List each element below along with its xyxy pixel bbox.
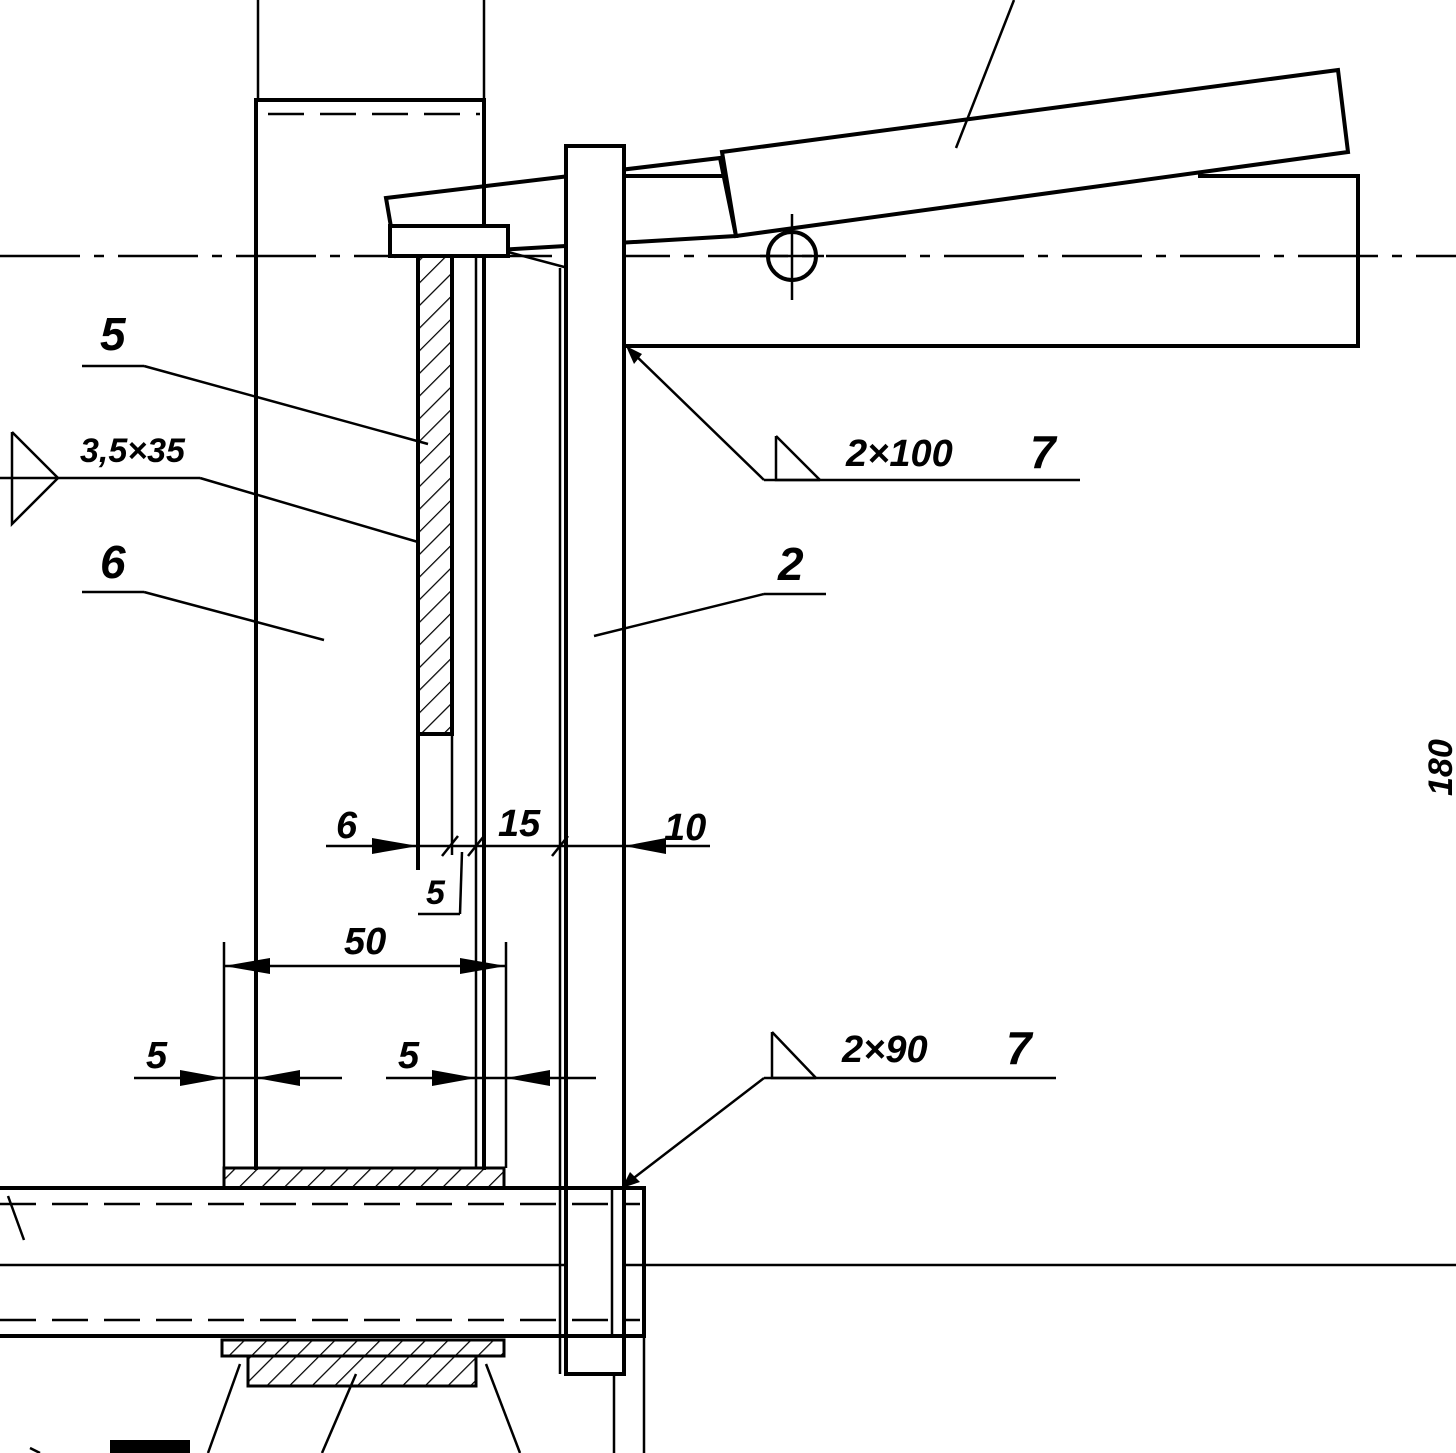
dimension-row-lower — [134, 1070, 596, 1086]
dim-5-left-label: 5 — [146, 1035, 168, 1077]
dim-50-label: 50 — [344, 921, 386, 963]
dim-10-label: 10 — [664, 807, 706, 849]
overall-height-label: 180 — [1422, 739, 1456, 796]
part-5-label: 5 — [100, 308, 127, 360]
dimension-50 — [222, 942, 508, 1168]
weld-top-part: 7 — [1030, 426, 1058, 478]
weld-bottom-part: 7 — [1006, 1022, 1034, 1074]
weld-symbol-top — [626, 346, 1080, 482]
weld-top-size: 2×100 — [845, 433, 953, 475]
part-2-label: 2 — [777, 538, 804, 590]
weld-bottom-size: 2×90 — [841, 1029, 928, 1071]
angled-plate — [719, 0, 1351, 239]
dim-5-right-label: 5 — [398, 1035, 420, 1077]
pivot-hole — [760, 214, 824, 300]
top-lever — [383, 155, 739, 270]
dimension-row-upper — [326, 835, 710, 916]
part-6-post — [254, 98, 486, 1170]
bottom-shaft — [0, 1166, 646, 1453]
weld-symbol-bottom — [622, 1031, 1056, 1188]
side-plate — [624, 174, 1360, 348]
weld-left-size: 3,5×35 — [80, 432, 186, 470]
part-2-bar — [558, 144, 646, 1453]
part-5-plate — [416, 254, 454, 870]
dim-15-label: 15 — [498, 803, 541, 845]
part-6-label: 6 — [100, 536, 126, 588]
center-lines — [0, 0, 1456, 1267]
dim-6-label: 6 — [336, 805, 358, 847]
weld-symbol-left — [0, 431, 419, 544]
leaders — [82, 364, 826, 642]
dim-5-small-label: 5 — [426, 874, 446, 912]
